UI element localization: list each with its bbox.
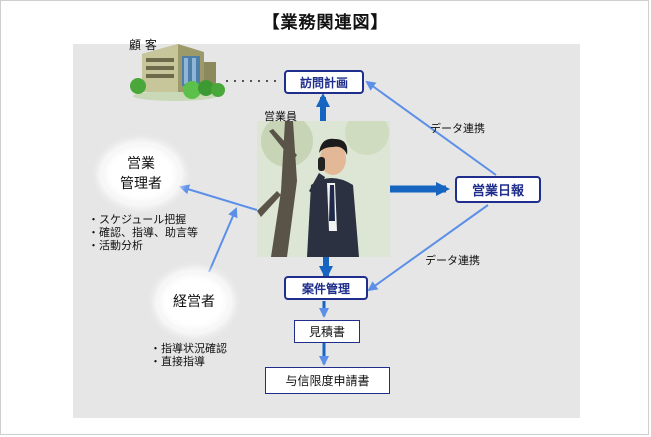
salesperson-label: 営業員: [264, 110, 297, 123]
photo-to-manager-arrow: [179, 184, 258, 211]
estimate-box: 見積書: [294, 320, 360, 343]
case-management-box: 案件管理: [284, 276, 368, 300]
salesperson-figure-icon: [257, 121, 390, 257]
report-to-visit-arrow: [365, 80, 497, 176]
customer-building-icon: [130, 44, 225, 101]
executive-tasks: ・指導状況確認 ・直接指導: [150, 342, 227, 368]
sales-manager-tasks: ・スケジュール把握 ・確認、指導、助言等 ・活動分析: [88, 213, 198, 252]
executive-task: ・直接指導: [150, 355, 205, 368]
executive-to-photo-arrow: [208, 207, 238, 273]
executive-label: 経営者: [173, 294, 215, 310]
salesperson-photo: [257, 121, 390, 257]
sales-manager-task: ・確認、指導、助言等: [88, 226, 198, 239]
sales-report-box: 営業日報: [455, 176, 541, 203]
executive-task: ・指導状況確認: [150, 342, 227, 355]
sales-manager-line-1: 営業: [127, 156, 155, 172]
credit-application-box: 与信限度申請書: [265, 367, 390, 394]
data-link-bottom-label: データ連携: [425, 254, 480, 267]
customer-label: 顧 客: [129, 38, 157, 52]
sales-manager-circle: 営業 管理者: [102, 144, 180, 204]
sales-manager-line-2: 管理者: [120, 176, 162, 192]
report-to-case-arrow: [367, 204, 489, 292]
visit-plan-box: 訪問計画: [284, 70, 364, 94]
sales-manager-task: ・活動分析: [88, 239, 143, 252]
data-link-top-label: データ連携: [430, 122, 485, 135]
executive-circle: 経営者: [158, 272, 230, 332]
sales-manager-task: ・スケジュール把握: [88, 213, 187, 226]
diagram-title: 【業務関連図】: [262, 13, 389, 33]
